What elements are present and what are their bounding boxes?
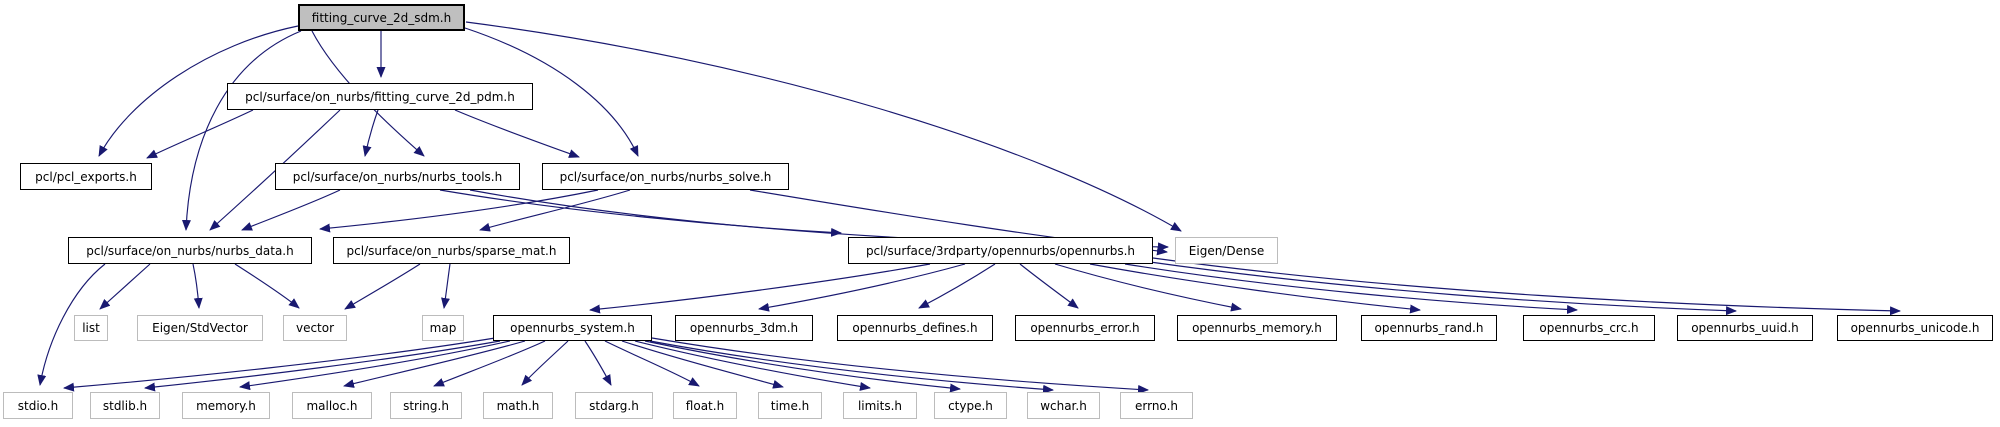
edge-opennurbs-system-h-to-malloc-h	[343, 340, 526, 388]
node-errno-h: errno.h	[1120, 392, 1193, 419]
node-nurbs-tools-h[interactable]: pcl/surface/on_nurbs/nurbs_tools.h	[275, 163, 520, 190]
node-string-h: string.h	[390, 392, 462, 419]
edge-fitting-curve-2d-pdm-h-to-nurbs-data-h	[209, 109, 341, 231]
node-time-h: time.h	[758, 392, 822, 419]
node-nurbs-data-h[interactable]: pcl/surface/on_nurbs/nurbs_data.h	[68, 237, 312, 264]
node-eigen-dense: Eigen/Dense	[1175, 237, 1278, 264]
node-stdarg-h: stdarg.h	[575, 392, 653, 419]
edge-nurbs-data-h-to-list	[99, 263, 151, 310]
node-nurbs-solve-h[interactable]: pcl/surface/on_nurbs/nurbs_solve.h	[542, 163, 789, 190]
edge-opennurbs-system-h-to-string-h	[433, 340, 546, 387]
edge-opennurbs-h-to-opennurbs-unicode-h	[1152, 257, 1901, 316]
edge-opennurbs-system-h-to-memory-h	[239, 340, 511, 391]
edge-opennurbs-h-to-opennurbs-3dm-h	[758, 263, 966, 312]
edge-opennurbs-h-to-opennurbs-system-h	[589, 263, 931, 314]
edge-nurbs-data-h-to-eigen-stdvector	[192, 263, 203, 309]
edge-opennurbs-system-h-to-errno-h	[651, 337, 1149, 394]
edge-sparse-mat-h-to-map	[441, 263, 451, 309]
node-float-h: float.h	[673, 392, 737, 419]
edge-opennurbs-h-to-opennurbs-error-h	[1019, 263, 1079, 309]
node-vector: vector	[283, 315, 347, 341]
node-ctype-h: ctype.h	[934, 392, 1007, 419]
edge-sparse-mat-h-to-vector	[344, 263, 421, 310]
node-opennurbs-uuid-h[interactable]: opennurbs_uuid.h	[1677, 315, 1813, 341]
edge-nurbs-tools-h-to-nurbs-data-h	[241, 189, 341, 231]
edge-opennurbs-system-h-to-stdio-h	[63, 337, 496, 392]
edge-opennurbs-system-h-to-float-h	[604, 340, 700, 387]
node-opennurbs-rand-h[interactable]: opennurbs_rand.h	[1361, 315, 1497, 341]
edge-opennurbs-system-h-to-math-h	[521, 340, 569, 386]
node-opennurbs-system-h[interactable]: opennurbs_system.h	[493, 315, 652, 341]
edge-opennurbs-system-h-to-limits-h	[634, 340, 871, 391]
node-opennurbs-3dm-h[interactable]: opennurbs_3dm.h	[675, 315, 813, 341]
edge-nurbs-solve-h-to-nurbs-data-h	[319, 189, 599, 233]
edge-fitting-curve-2d-sdm-h-to-nurbs-data-h	[181, 30, 302, 231]
node-stdio-h: stdio.h	[3, 392, 73, 419]
node-malloc-h: malloc.h	[292, 392, 372, 419]
node-stdlib-h: stdlib.h	[90, 392, 160, 419]
node-wchar-h: wchar.h	[1027, 392, 1100, 419]
node-opennurbs-h[interactable]: pcl/surface/3rdparty/opennurbs/opennurbs…	[848, 237, 1153, 264]
node-map: map	[422, 315, 464, 341]
edge-nurbs-data-h-to-vector	[234, 263, 300, 309]
edge-opennurbs-h-to-opennurbs-memory-h	[1054, 263, 1242, 312]
node-memory-h: memory.h	[182, 392, 270, 419]
node-opennurbs-error-h[interactable]: opennurbs_error.h	[1015, 315, 1155, 341]
node-fitting-curve-2d-pdm-h[interactable]: pcl/surface/on_nurbs/fitting_curve_2d_pd…	[227, 83, 533, 110]
edge-opennurbs-system-h-to-wchar-h	[649, 340, 1054, 394]
node-limits-h: limits.h	[843, 392, 917, 419]
edge-opennurbs-system-h-to-stdarg-h	[584, 340, 612, 386]
node-opennurbs-memory-h[interactable]: opennurbs_memory.h	[1177, 315, 1337, 341]
node-fitting-curve-2d-sdm-h: fitting_curve_2d_sdm.h	[298, 4, 465, 31]
edge-opennurbs-system-h-to-stdlib-h	[144, 340, 501, 392]
node-list: list	[74, 315, 108, 341]
node-opennurbs-unicode-h[interactable]: opennurbs_unicode.h	[1837, 315, 1993, 341]
edge-fitting-curve-2d-sdm-h-to-eigen-dense	[465, 21, 1182, 232]
edge-fitting-curve-2d-pdm-h-to-nurbs-solve-h	[454, 109, 580, 158]
node-sparse-mat-h[interactable]: pcl/surface/on_nurbs/sparse_mat.h	[333, 237, 570, 264]
node-math-h: math.h	[483, 392, 553, 419]
node-pcl-exports-h[interactable]: pcl/pcl_exports.h	[20, 163, 152, 190]
node-opennurbs-crc-h[interactable]: opennurbs_crc.h	[1523, 315, 1655, 341]
edge-fitting-curve-2d-sdm-h-to-nurbs-solve-h	[464, 27, 639, 157]
node-eigen-stdvector: Eigen/StdVector	[137, 315, 263, 341]
node-opennurbs-defines-h[interactable]: opennurbs_defines.h	[837, 315, 993, 341]
edge-nurbs-solve-h-to-sparse-mat-h	[479, 189, 631, 232]
edge-fitting-curve-2d-pdm-h-to-pcl-exports-h	[146, 109, 254, 159]
edge-opennurbs-h-to-opennurbs-uuid-h	[1149, 261, 1737, 316]
edge-opennurbs-h-to-opennurbs-defines-h	[918, 263, 996, 309]
edge-fitting-curve-2d-pdm-h-to-nurbs-tools-h	[362, 109, 379, 157]
edge-opennurbs-system-h-to-time-h	[621, 340, 784, 389]
edge-nurbs-data-h-to-stdio-h	[37, 263, 106, 386]
edge-fitting-curve-2d-sdm-h-to-pcl-exports-h	[98, 25, 299, 157]
edge-opennurbs-system-h-to-ctype-h	[644, 340, 961, 393]
edge-opennurbs-h-to-opennurbs-rand-h	[1089, 263, 1421, 314]
edge-nurbs-tools-h-to-opennurbs-h	[439, 189, 842, 237]
edge-opennurbs-h-to-opennurbs-crc-h	[1124, 263, 1578, 314]
